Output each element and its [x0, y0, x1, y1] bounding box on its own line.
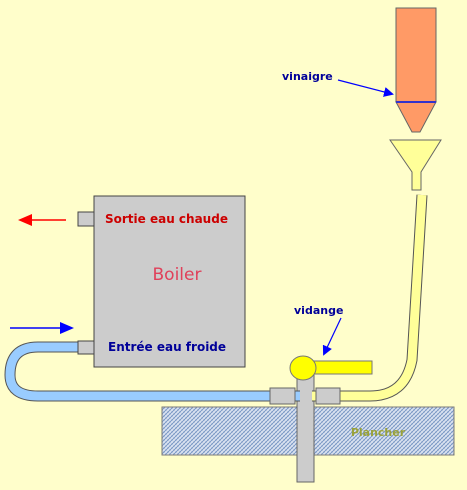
cold-water-inlet-label: Entrée eau froide: [108, 340, 226, 354]
tee-fitting-right: [315, 387, 341, 405]
vinegar-label: vinaigre: [282, 70, 333, 83]
tee-fitting-left: [269, 387, 296, 405]
drain-valve-body: [289, 355, 317, 381]
vinegar-tank-nozzle: [395, 101, 437, 133]
cold-pipe: [5, 342, 300, 401]
arrow-right-icon: [10, 322, 74, 334]
arrow-pointer-icon: [337, 79, 394, 97]
boiler-label: Boiler: [153, 265, 202, 285]
drain-label: vidange: [294, 304, 343, 317]
cold-water-inlet: [77, 340, 95, 355]
funnel: [389, 139, 442, 191]
floor-label: Plancher: [351, 426, 406, 439]
drain-pipe: [296, 371, 315, 483]
boiler-tank: [93, 195, 246, 368]
hot-water-outlet: [77, 211, 95, 227]
hot-water-outlet-label: Sortie eau chaude: [105, 212, 228, 226]
vinegar-pipe: [312, 194, 427, 401]
arrow-left-icon: [18, 214, 66, 226]
arrow-pointer-icon: [322, 317, 342, 356]
vinegar-tank: [395, 7, 437, 103]
drain-valve-handle: [313, 360, 373, 375]
